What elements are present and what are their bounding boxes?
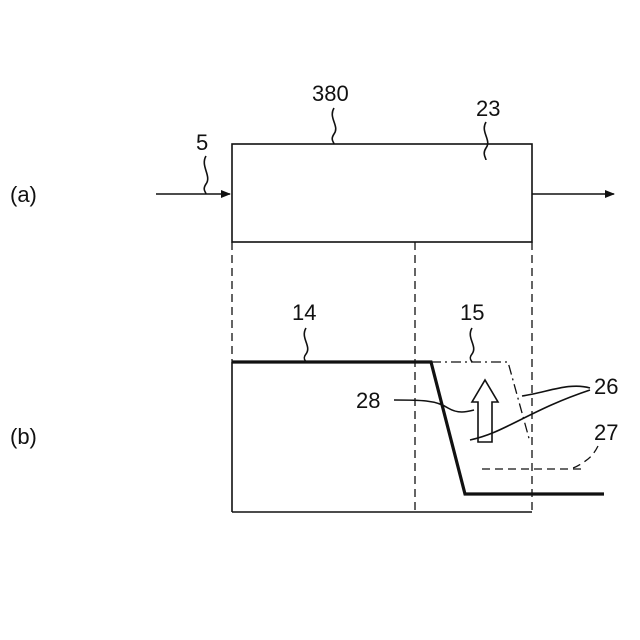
ref-14: 14 (292, 300, 316, 325)
ref-5: 5 (196, 130, 208, 155)
ref-26: 26 (594, 374, 618, 399)
ref-380: 380 (312, 81, 349, 106)
leader-15 (470, 328, 474, 362)
leader-27 (570, 446, 598, 469)
leader-380 (332, 108, 336, 144)
leader-28 (394, 400, 474, 412)
profile-14 (232, 362, 604, 494)
ref-15: 15 (460, 300, 484, 325)
ref-27: 27 (594, 420, 618, 445)
panel-label-b: (b) (10, 424, 37, 449)
panel-label-a: (a) (10, 182, 37, 207)
leader-14 (304, 328, 308, 362)
leader-23 (484, 122, 488, 160)
leader-5 (204, 156, 208, 194)
process-block (232, 144, 532, 242)
ref-28: 28 (356, 388, 380, 413)
ref-23: 23 (476, 96, 500, 121)
